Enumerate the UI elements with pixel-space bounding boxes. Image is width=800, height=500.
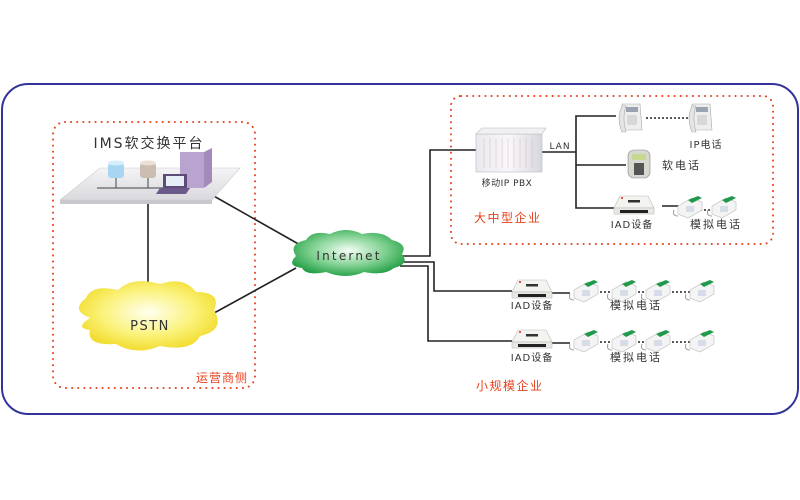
internet-label: Internet [316, 249, 381, 263]
iad-device-icon [511, 279, 553, 299]
softphone-icon [627, 149, 651, 179]
small-enterprise-label: 小规模企业 [476, 378, 544, 393]
analog-phone-label: 模拟电话 [690, 217, 742, 231]
analog-phone-icon [641, 329, 671, 353]
analog-phone-icon [569, 329, 599, 353]
large-enterprise-label: 大中型企业 [474, 210, 542, 225]
platform-title: IMS软交换平台 [93, 135, 204, 152]
connection-lines [147, 115, 680, 344]
database-icon [108, 160, 124, 178]
carrier-side-label: 运营商侧 [196, 370, 248, 385]
iad-device-icon [613, 195, 655, 215]
internet-cloud [292, 230, 405, 276]
outer-frame [1, 83, 799, 415]
small-enterprise-branch: IAD设备 模拟电话 [511, 279, 715, 312]
analog-phone-label: 模拟电话 [610, 298, 662, 312]
server-icon [156, 148, 212, 194]
analog-phone-icon [685, 329, 715, 353]
analog-phone-icon [569, 279, 599, 303]
iad-label: IAD设备 [511, 351, 554, 364]
analog-phone-icon [607, 329, 637, 353]
ims-platform [59, 148, 241, 204]
analog-phone-icon [685, 279, 715, 303]
carrier-side-group [52, 121, 256, 389]
lan-label: LAN [549, 142, 570, 152]
iad-label: IAD设备 [611, 218, 654, 231]
dotted-links [600, 117, 712, 343]
iad-label: IAD设备 [511, 299, 554, 312]
ip-pbx-device [475, 127, 547, 173]
analog-phone-icon [673, 195, 703, 219]
pstn-cloud [78, 281, 218, 351]
large-enterprise-group [450, 95, 774, 245]
analog-phone-label: 模拟电话 [610, 350, 662, 364]
pstn-label: PSTN [130, 319, 170, 334]
pbx-label: 移动IP PBX [482, 177, 533, 189]
softphone-label: 软电话 [662, 158, 701, 172]
iad-device-icon [511, 329, 553, 349]
ip-phone-label: IP电话 [690, 138, 723, 151]
storage-icon [140, 160, 156, 178]
ip-phone-icon [688, 103, 713, 133]
small-enterprise-branch: IAD设备 模拟电话 [511, 329, 715, 364]
analog-phone-icon [707, 195, 737, 219]
ip-phone-icon [618, 103, 643, 133]
